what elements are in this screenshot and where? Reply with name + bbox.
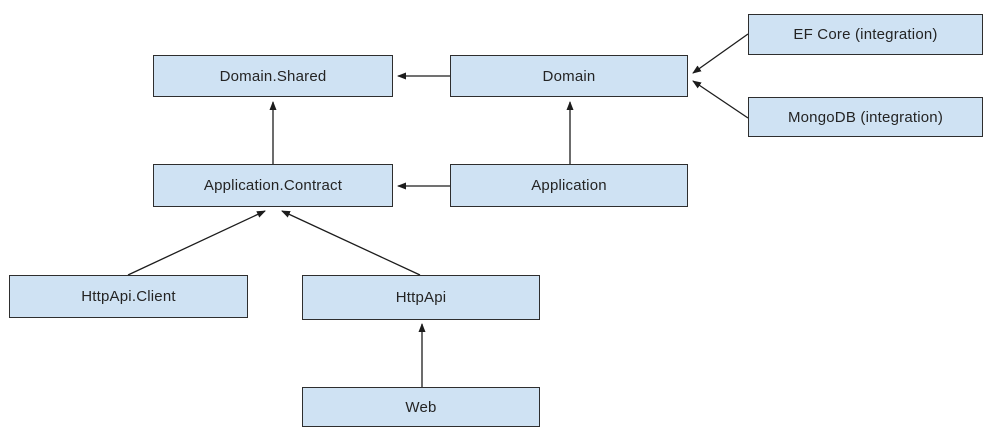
edge-mongodb-to-domain — [692, 80, 749, 119]
node-ef-core-integration: EF Core (integration) — [748, 14, 983, 55]
edge-efcore-to-domain — [692, 33, 749, 74]
node-domain-shared-label: Domain.Shared — [219, 67, 327, 85]
node-domain: Domain — [450, 55, 688, 97]
node-domain-shared: Domain.Shared — [153, 55, 393, 97]
node-application: Application — [450, 164, 688, 207]
node-ef-core-integration-label: EF Core (integration) — [793, 26, 938, 43]
edge-httpapi-client-to-application-contract — [127, 210, 266, 276]
node-domain-label: Domain — [542, 67, 596, 85]
node-application-contract: Application.Contract — [153, 164, 393, 207]
node-httpapi: HttpApi — [302, 275, 540, 320]
node-httpapi-client-label: HttpApi.Client — [81, 288, 176, 305]
edge-httpapi-to-application-contract — [281, 210, 421, 276]
node-mongodb-integration: MongoDB (integration) — [748, 97, 983, 137]
node-httpapi-label: HttpApi — [395, 289, 447, 306]
node-mongodb-integration-label: MongoDB (integration) — [787, 108, 944, 126]
node-web: Web — [302, 387, 540, 427]
node-httpapi-client: HttpApi.Client — [9, 275, 248, 318]
node-application-contract-label: Application.Contract — [203, 177, 343, 194]
node-web-label: Web — [405, 398, 437, 416]
node-application-label: Application — [531, 177, 607, 194]
